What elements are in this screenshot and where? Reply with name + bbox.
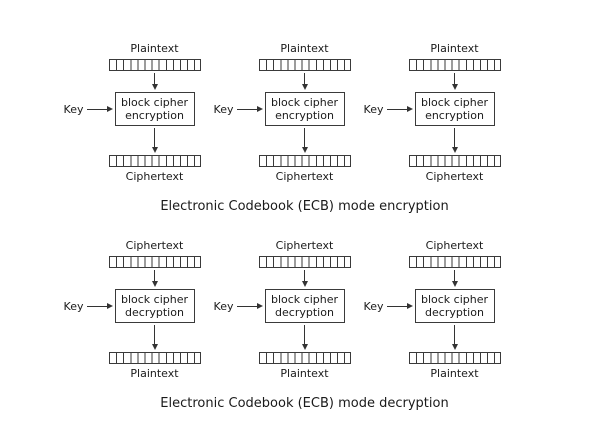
ecb-encryption-section: Plaintext block cipher encryption Cipher… [0,42,609,215]
ciphertext-label: Ciphertext [275,170,334,183]
arrow-down-icon [301,325,308,350]
arrow-right-icon [86,106,113,112]
cipher-box-line1: block cipher [270,293,339,306]
arrow-down-icon [301,128,308,153]
encryption-caption: Electronic Codebook (ECB) mode encryptio… [160,199,449,214]
plaintext-label: Plaintext [130,367,179,380]
block-cipher-decryption-box: block cipher decryption [264,289,345,323]
arrow-down-icon [151,325,158,350]
ecb-decryption-unit: Ciphertext block cipher decryption Plain… [64,239,216,381]
arrow-down-icon [301,270,308,287]
arrow-down-icon [451,325,458,350]
ecb-encryption-unit: Plaintext block cipher encryption Cipher… [364,42,516,184]
arrow-down-icon [451,270,458,287]
arrow-down-icon [451,128,458,153]
ecb-mode-diagram: Plaintext block cipher encryption Cipher… [0,42,609,412]
decryption-units-row: Ciphertext block cipher decryption Plain… [0,239,609,381]
plaintext-block [108,59,201,71]
cipher-box-line1: block cipher [120,96,189,109]
ciphertext-block [408,256,501,268]
key-label: Key [63,299,84,313]
key-input: Key [64,298,113,314]
ecb-decryption-unit: Ciphertext block cipher decryption Plain… [214,239,366,381]
cipher-box-line1: block cipher [420,293,489,306]
ciphertext-block [108,155,201,167]
key-label: Key [213,299,234,313]
arrow-right-icon [86,303,113,309]
block-cipher-encryption-box: block cipher encryption [414,92,495,126]
ciphertext-label: Ciphertext [125,239,184,252]
ciphertext-label: Ciphertext [425,239,484,252]
plaintext-block [258,59,351,71]
arrow-right-icon [236,106,263,112]
cipher-box-line2: encryption [425,109,484,122]
ecb-encryption-unit: Plaintext block cipher encryption Cipher… [64,42,216,184]
block-cipher-encryption-box: block cipher encryption [264,92,345,126]
ciphertext-block [408,155,501,167]
block-cipher-decryption-box: block cipher decryption [414,289,495,323]
plaintext-label: Plaintext [280,367,329,380]
ciphertext-block [108,256,201,268]
key-label: Key [213,102,234,116]
key-input: Key [214,298,263,314]
plaintext-block [408,59,501,71]
plaintext-label: Plaintext [280,42,329,55]
ciphertext-label: Ciphertext [275,239,334,252]
arrow-right-icon [386,303,413,309]
key-input: Key [364,101,413,117]
key-label: Key [363,299,384,313]
key-input: Key [214,101,263,117]
arrow-right-icon [236,303,263,309]
ciphertext-block [258,155,351,167]
plaintext-block [408,352,501,364]
ciphertext-label: Ciphertext [425,170,484,183]
arrow-right-icon [386,106,413,112]
arrow-down-icon [151,128,158,153]
arrow-down-icon [451,73,458,90]
plaintext-block [108,352,201,364]
ciphertext-label: Ciphertext [125,170,184,183]
block-cipher-decryption-box: block cipher decryption [114,289,195,323]
plaintext-label: Plaintext [130,42,179,55]
cipher-box-line1: block cipher [420,96,489,109]
block-cipher-encryption-box: block cipher encryption [114,92,195,126]
cipher-box-line2: decryption [125,306,184,319]
cipher-box-line1: block cipher [120,293,189,306]
key-input: Key [364,298,413,314]
plaintext-block [258,352,351,364]
plaintext-label: Plaintext [430,42,479,55]
arrow-down-icon [301,73,308,90]
cipher-box-line2: encryption [275,109,334,122]
cipher-box-line2: decryption [425,306,484,319]
key-label: Key [63,102,84,116]
key-input: Key [64,101,113,117]
encryption-units-row: Plaintext block cipher encryption Cipher… [0,42,609,184]
arrow-down-icon [151,73,158,90]
key-label: Key [363,102,384,116]
cipher-box-line1: block cipher [270,96,339,109]
ciphertext-block [258,256,351,268]
arrow-down-icon [151,270,158,287]
ecb-decryption-section: Ciphertext block cipher decryption Plain… [0,239,609,412]
cipher-box-line2: encryption [125,109,184,122]
ecb-decryption-unit: Ciphertext block cipher decryption Plain… [364,239,516,381]
decryption-caption: Electronic Codebook (ECB) mode decryptio… [160,396,449,411]
ecb-encryption-unit: Plaintext block cipher encryption Cipher… [214,42,366,184]
plaintext-label: Plaintext [430,367,479,380]
cipher-box-line2: decryption [275,306,334,319]
